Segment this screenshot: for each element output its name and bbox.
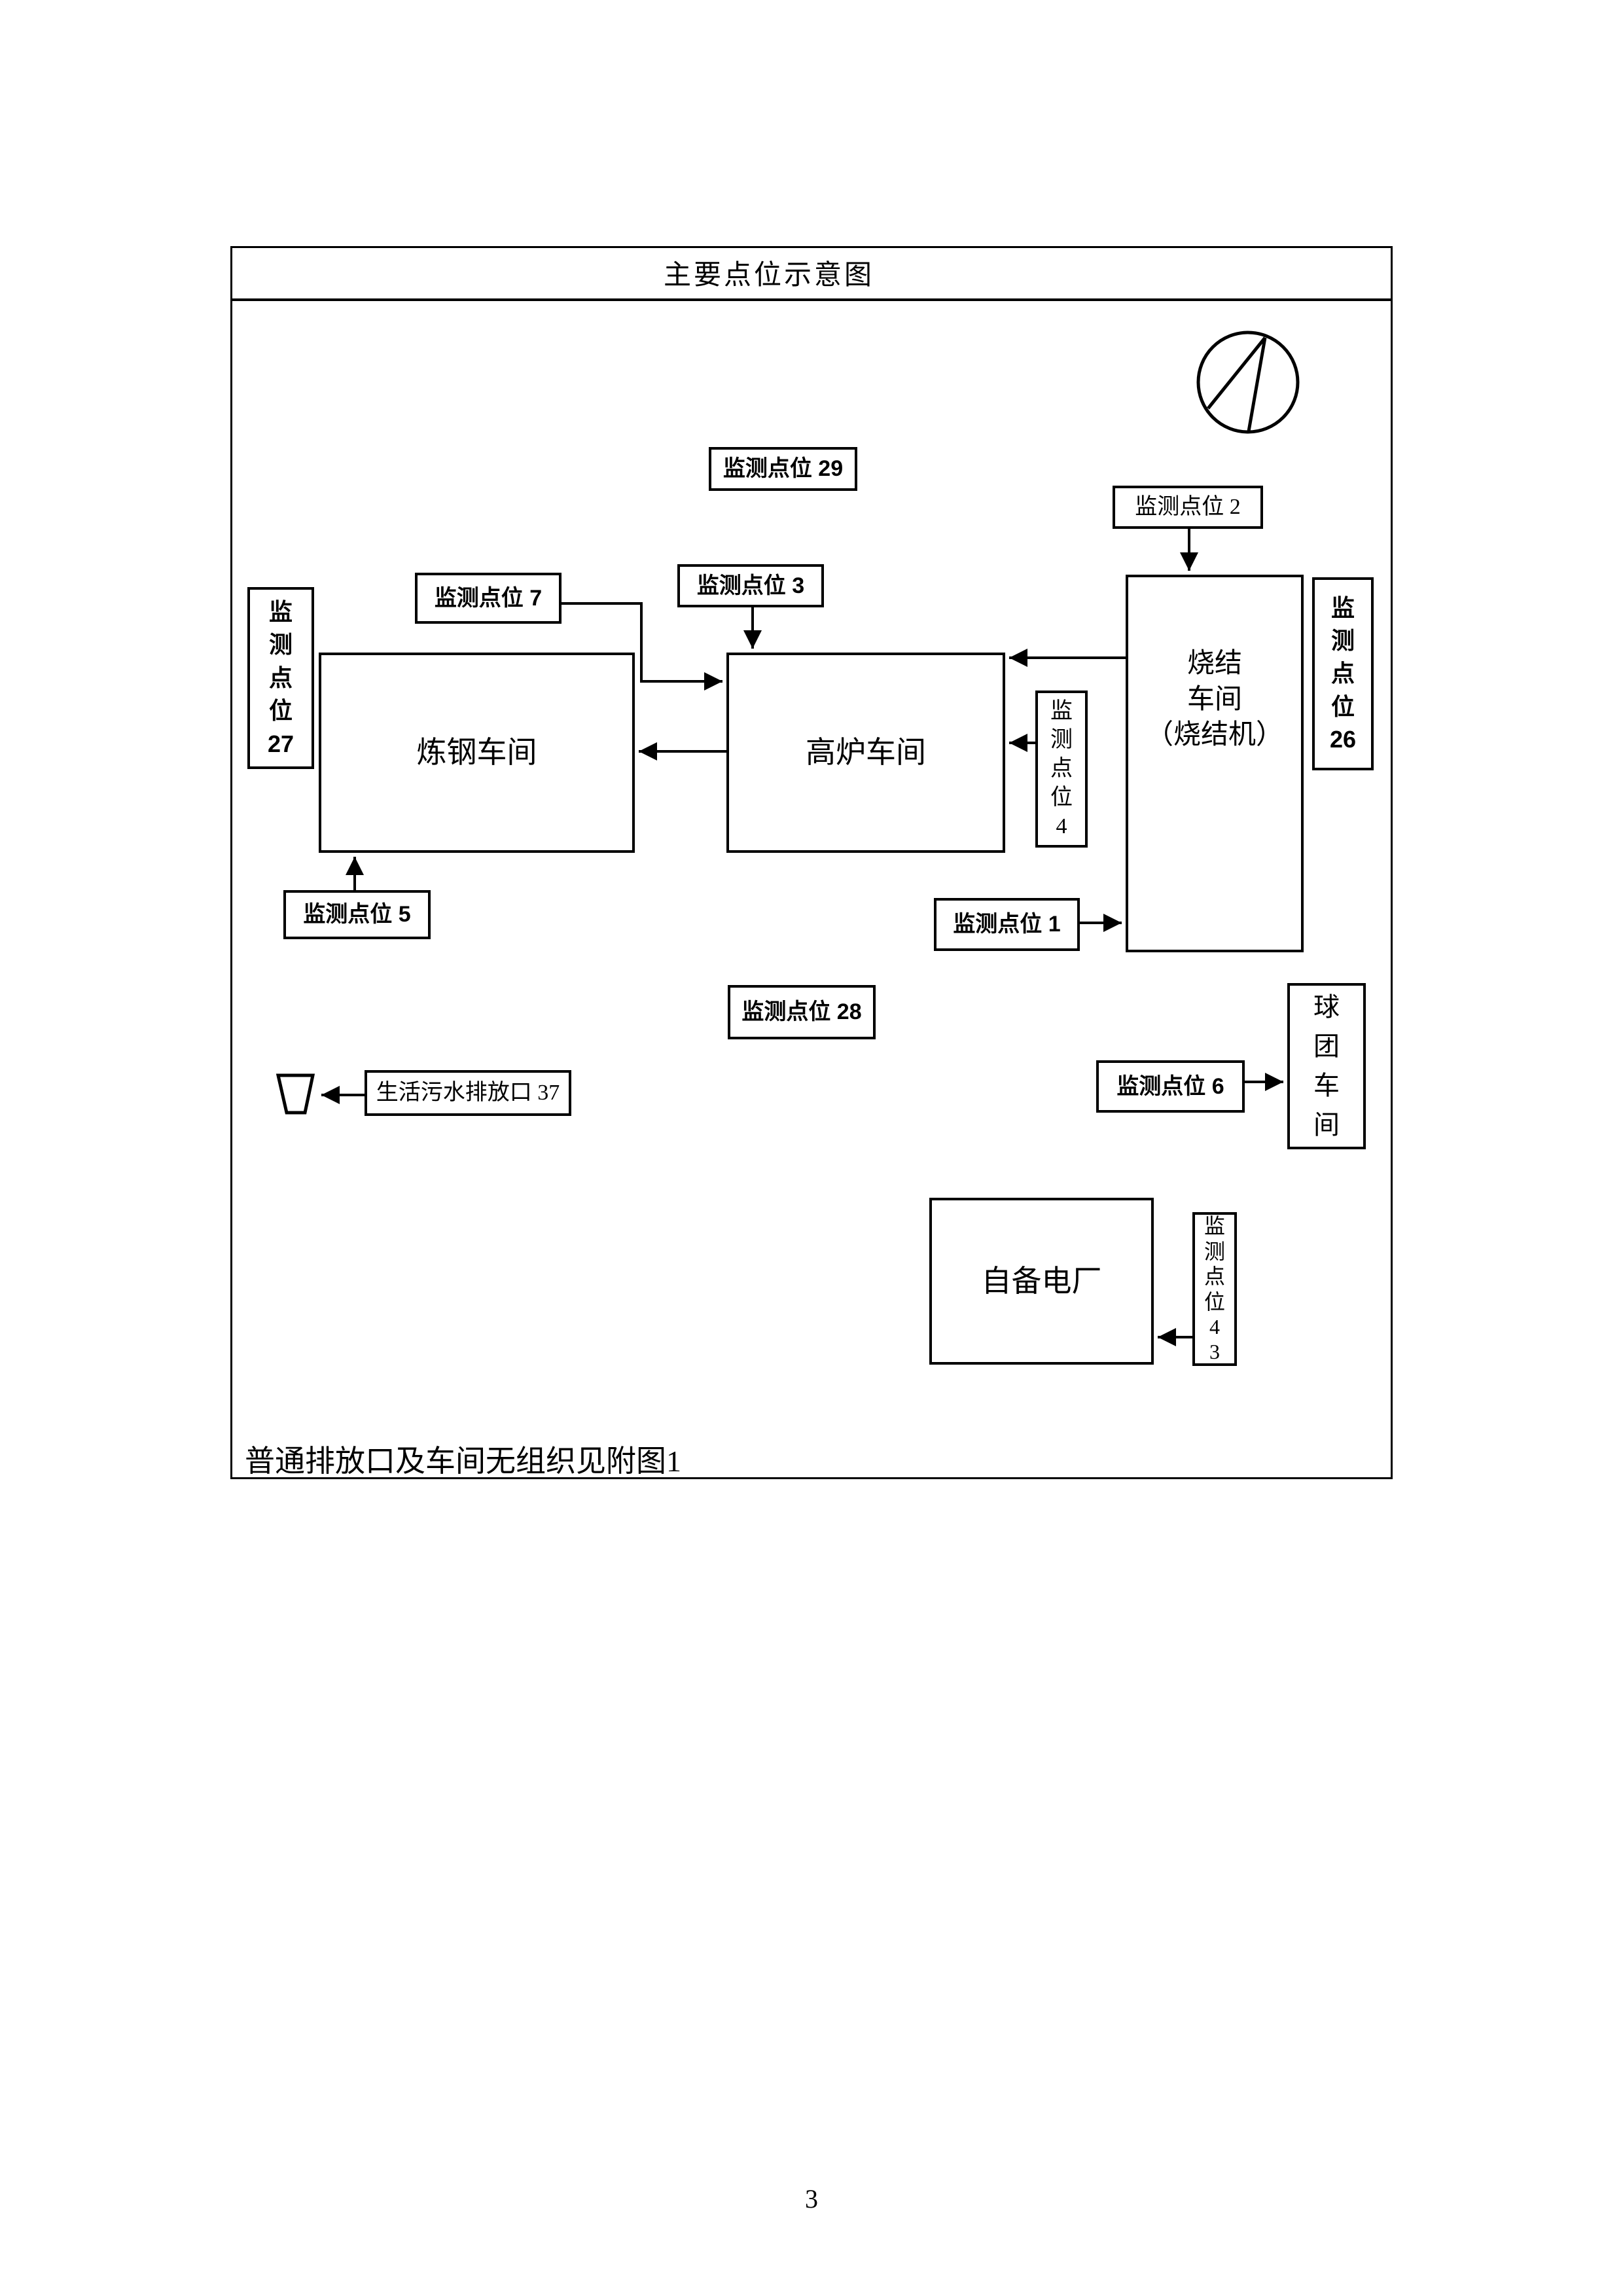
- monitor-point-43-label: 监 测 点 位 4 3: [1204, 1214, 1225, 1364]
- workshop-pellet-label: 球 团 车 间: [1313, 992, 1340, 1139]
- monitor-point-3-label: 监测点位 3: [696, 573, 805, 598]
- monitor-point-29-label: 监测点位 29: [722, 456, 844, 482]
- monitor-point-2-label: 监测点位 2: [1135, 494, 1241, 519]
- workshop-sintering: 烧结 车间 （烧结机）: [1126, 575, 1304, 952]
- monitor-point-2: 监测点位 2: [1113, 486, 1263, 529]
- monitor-point-7: 监测点位 7: [415, 573, 562, 624]
- monitor-point-27-label: 监 测 点 位 27: [267, 598, 294, 757]
- monitor-point-26-label: 监 测 点 位 26: [1329, 594, 1357, 753]
- monitor-point-5: 监测点位 5: [283, 890, 431, 939]
- monitor-point-43: 监 测 点 位 4 3: [1192, 1212, 1237, 1366]
- monitor-point-28: 监测点位 28: [728, 985, 876, 1039]
- workshop-power-plant-label: 自备电厂: [981, 1264, 1102, 1298]
- monitor-point-26: 监 测 点 位 26: [1312, 577, 1374, 770]
- workshop-power-plant: 自备电厂: [929, 1198, 1154, 1365]
- monitor-point-6-label: 监测点位 6: [1116, 1073, 1224, 1099]
- diagram-title: 主要点位示意图: [230, 246, 1393, 301]
- footnote: 普通排放口及车间无组织见附图1: [245, 1444, 681, 1478]
- monitor-point-5-label: 监测点位 5: [303, 902, 411, 927]
- sewage-outfall-37: 生活污水排放口 37: [365, 1070, 571, 1116]
- sewage-outfall-37-label: 生活污水排放口 37: [376, 1080, 560, 1105]
- monitor-point-7-label: 监测点位 7: [434, 585, 543, 611]
- diagram-frame: [230, 246, 1393, 1479]
- monitor-point-6: 监测点位 6: [1096, 1060, 1245, 1113]
- workshop-steelmaking: 炼钢车间: [319, 653, 635, 853]
- workshop-blast-furnace: 高炉车间: [726, 653, 1005, 853]
- monitor-point-28-label: 监测点位 28: [741, 999, 862, 1025]
- monitor-point-27: 监 测 点 位 27: [247, 587, 314, 769]
- monitor-point-29: 监测点位 29: [709, 447, 857, 491]
- workshop-blast-furnace-label: 高炉车间: [806, 736, 926, 770]
- monitor-point-4: 监 测 点 位 4: [1035, 691, 1088, 848]
- monitor-point-1: 监测点位 1: [934, 898, 1080, 951]
- monitor-point-4-label: 监 测 点 位 4: [1050, 698, 1073, 839]
- workshop-steelmaking-label: 炼钢车间: [416, 736, 537, 770]
- monitor-point-1-label: 监测点位 1: [953, 912, 1061, 937]
- workshop-sintering-label: 烧结 车间 （烧结机）: [1145, 649, 1283, 751]
- workshop-pellet: 球 团 车 间: [1287, 983, 1366, 1149]
- monitor-point-3: 监测点位 3: [677, 564, 824, 607]
- page-number: 3: [805, 2184, 818, 2214]
